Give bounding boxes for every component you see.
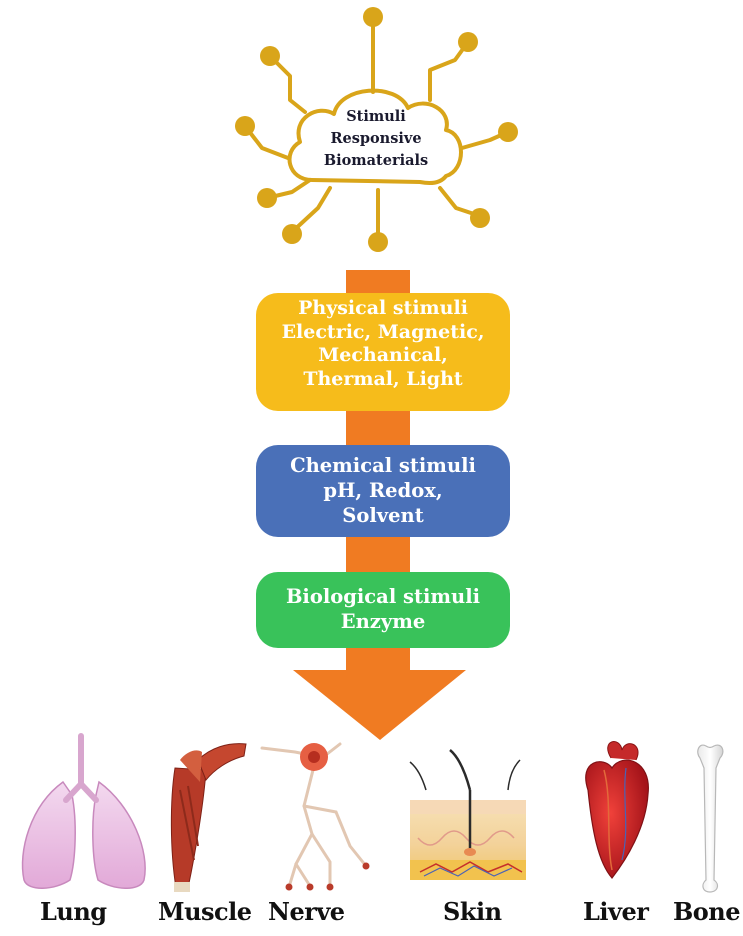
heart-icon	[585, 741, 649, 879]
cloud-caption-line: Biomaterials	[323, 152, 429, 169]
organ-label-skin: Skin	[443, 897, 502, 926]
cloud-caption: Stimuli Responsive Biomaterials	[300, 106, 452, 172]
physical-stimuli-box: Physical stimuli Electric, Magnetic, Mec…	[256, 293, 510, 411]
box-title: Biological stimuli	[285, 585, 481, 608]
box-title: Physical stimuli	[298, 297, 468, 319]
box-line: Solvent	[342, 504, 424, 527]
nerve-cell-body	[285, 743, 370, 891]
box-title: Chemical stimuli	[290, 454, 476, 477]
box-line: Electric, Magnetic,	[281, 320, 485, 343]
organ-label-bone: Bone	[673, 897, 741, 926]
cloud-caption-line: Responsive	[330, 130, 422, 147]
chemical-stimuli-box: Chemical stimuli pH, Redox, Solvent	[256, 445, 510, 537]
box-line: Thermal, Light	[303, 367, 463, 390]
bone-icon	[697, 744, 724, 893]
circuit-node-dots	[235, 7, 518, 252]
box-line: Mechanical,	[318, 344, 448, 366]
organ-label-nerve: Nerve	[268, 897, 345, 926]
muscle-icon	[170, 743, 247, 892]
organ-label-liver: Liver	[583, 897, 649, 926]
organ-label-lung: Lung	[40, 897, 107, 926]
box-line: pH, Redox,	[323, 479, 443, 502]
cloud-caption-line: Stimuli	[346, 108, 406, 125]
skin-icon	[409, 749, 526, 880]
biological-stimuli-box: Biological stimuli Enzyme	[256, 572, 510, 648]
lung-icon	[21, 733, 146, 889]
organ-label-muscle: Muscle	[158, 897, 252, 926]
box-line: Enzyme	[340, 610, 426, 633]
